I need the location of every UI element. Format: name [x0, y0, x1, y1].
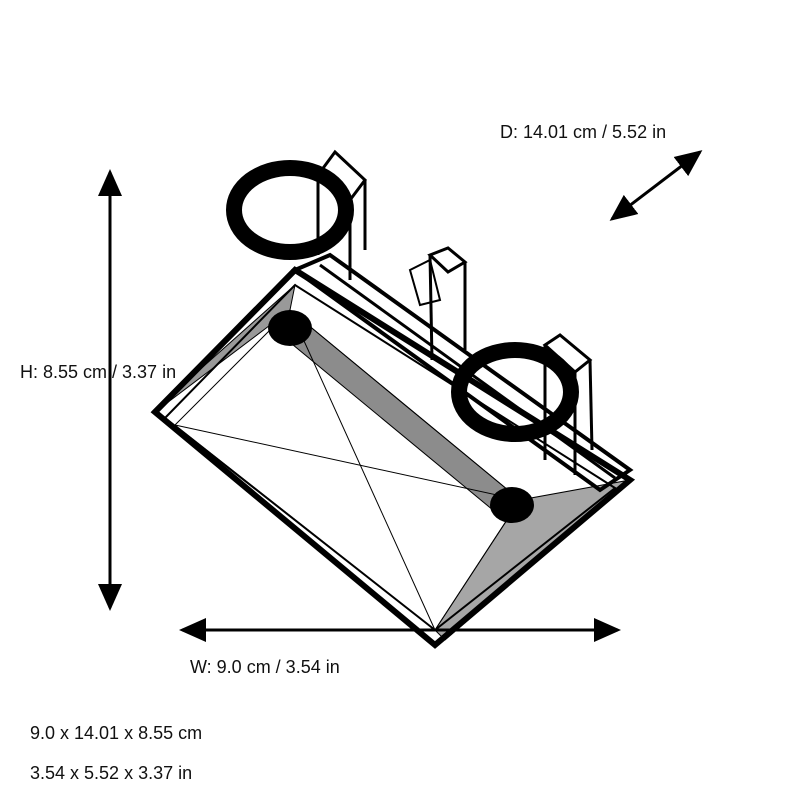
width-label: W: 9.0 cm / 3.54 in — [190, 657, 340, 677]
summary-in: 3.54 x 5.52 x 3.37 in — [30, 763, 193, 783]
base-tray — [150, 252, 636, 649]
depth-dimension-arrow — [609, 150, 703, 221]
mount-rings — [226, 160, 579, 442]
height-label: H: 8.55 cm / 3.37 in — [20, 362, 177, 382]
mount-studs — [268, 310, 534, 523]
upright-blocks — [315, 149, 594, 475]
summary-cm: 9.0 x 14.01 x 8.55 cm — [30, 723, 203, 743]
depth-label: D: 14.01 cm / 5.52 in — [500, 122, 667, 142]
